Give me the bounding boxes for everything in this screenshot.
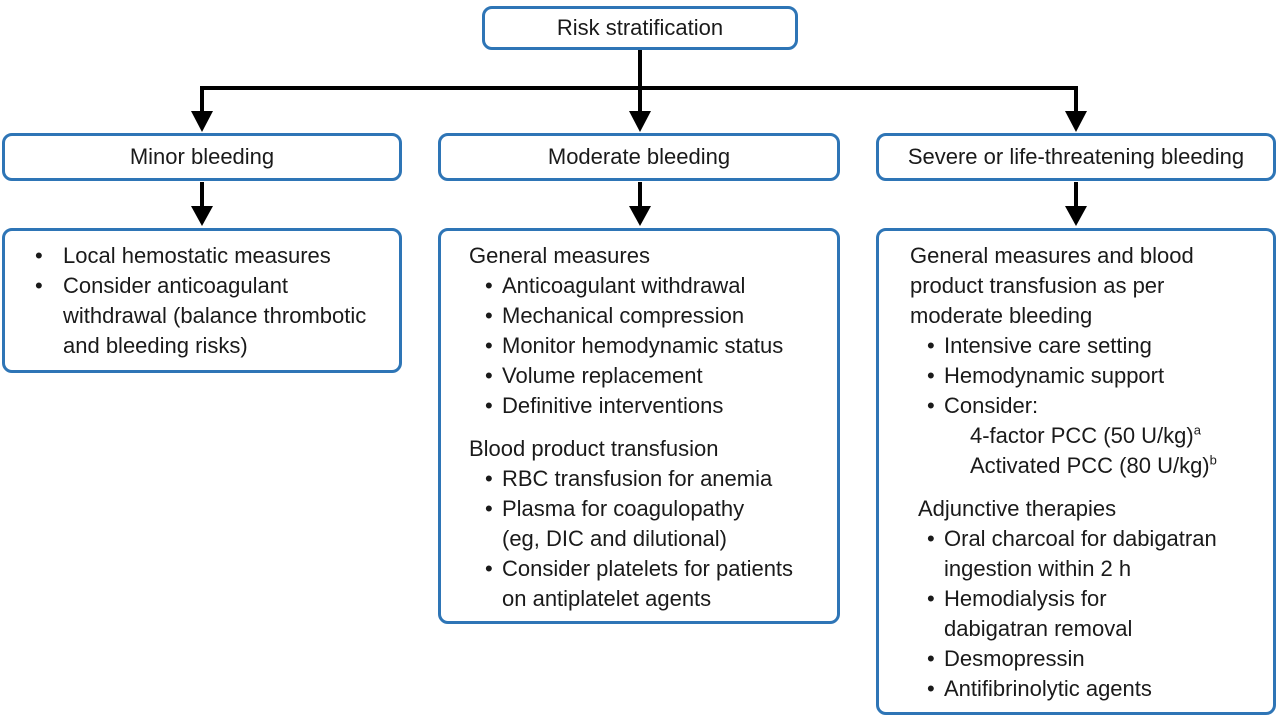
section-heading: General measures and blood product trans…: [910, 243, 1194, 328]
list-item: Plasma for coagulopathy (eg, DIC and dil…: [441, 494, 837, 554]
header-label: Severe or life-threatening bleeding: [907, 144, 1245, 169]
header-label: Moderate bleeding: [547, 144, 731, 169]
root-label: Risk stratification: [556, 15, 724, 40]
footnote-marker: b: [1209, 452, 1217, 468]
list-item: Anticoagulant withdrawal: [441, 271, 837, 301]
level2-arrowheads: [191, 206, 1087, 226]
sub-item-4-factor-pcc: 4-factor PCC (50 U/kg)a: [879, 421, 1273, 451]
list-item: Desmopressin: [879, 644, 1273, 674]
footnote-marker: a: [1193, 422, 1201, 438]
arrow-down-icon: [629, 111, 651, 132]
list-item: Consider:: [879, 391, 1273, 421]
bullet-list: RBC transfusion for anemia Plasma for co…: [441, 464, 837, 614]
section-heading: Blood product transfusion: [469, 436, 719, 461]
content-box-minor-bleeding: Local hemostatic measures Consider antic…: [2, 228, 402, 373]
sub-item-text: 4-factor PCC (50 U/kg): [970, 423, 1194, 448]
content-box-severe-bleeding: General measures and blood product trans…: [876, 228, 1276, 715]
section-heading: Adjunctive therapies: [918, 496, 1117, 521]
bullet-list: Local hemostatic measures Consider antic…: [5, 241, 399, 361]
header-box-minor-bleeding: Minor bleeding: [2, 133, 402, 181]
bullet-list: Anticoagulant withdrawal Mechanical comp…: [441, 271, 837, 421]
section-blood-product-transfusion: Blood product transfusion RBC transfusio…: [441, 434, 837, 614]
header-box-severe-bleeding: Severe or life-threatening bleeding: [876, 133, 1276, 181]
header-box-moderate-bleeding: Moderate bleeding: [438, 133, 840, 181]
list-item: Intensive care setting: [879, 331, 1273, 361]
list-item: Hemodialysis for dabigatran removal: [879, 584, 1273, 644]
level1-connector: [200, 50, 1078, 112]
level1-arrowheads: [191, 111, 1087, 132]
section-heading: General measures: [469, 243, 650, 268]
sub-item-activated-pcc: Activated PCC (80 U/kg)b: [879, 451, 1273, 481]
sub-item-text: Activated PCC (80 U/kg): [970, 453, 1210, 478]
list-item: RBC transfusion for anemia: [441, 464, 837, 494]
level2-connector: [200, 182, 1078, 207]
list-item: Oral charcoal for dabigatran ingestion w…: [879, 524, 1273, 584]
list-item: Local hemostatic measures: [5, 241, 399, 271]
arrow-down-icon: [191, 111, 213, 132]
bullet-list: Intensive care setting Hemodynamic suppo…: [879, 331, 1273, 421]
section-adjunctive-therapies: Adjunctive therapies Oral charcoal for d…: [879, 494, 1273, 704]
bullet-list: Oral charcoal for dabigatran ingestion w…: [879, 524, 1273, 704]
list-item: Volume replacement: [441, 361, 837, 391]
list-item: Mechanical compression: [441, 301, 837, 331]
root-box: Risk stratification: [482, 6, 798, 50]
list-item: Hemodynamic support: [879, 361, 1273, 391]
list-item: Consider platelets for patients on antip…: [441, 554, 837, 614]
list-item: Definitive interventions: [441, 391, 837, 421]
arrow-down-icon: [191, 206, 213, 226]
list-item: Antifibrinolytic agents: [879, 674, 1273, 704]
content-box-moderate-bleeding: General measures Anticoagulant withdrawa…: [438, 228, 840, 624]
section-general-measures: General measures Anticoagulant withdrawa…: [441, 241, 837, 421]
arrow-down-icon: [1065, 206, 1087, 226]
arrow-down-icon: [1065, 111, 1087, 132]
header-label: Minor bleeding: [129, 144, 275, 169]
arrow-down-icon: [629, 206, 651, 226]
section-general-measures-severe: General measures and blood product trans…: [879, 241, 1273, 481]
list-item: Monitor hemodynamic status: [441, 331, 837, 361]
list-item: Consider anticoagulant withdrawal (balan…: [5, 271, 399, 361]
